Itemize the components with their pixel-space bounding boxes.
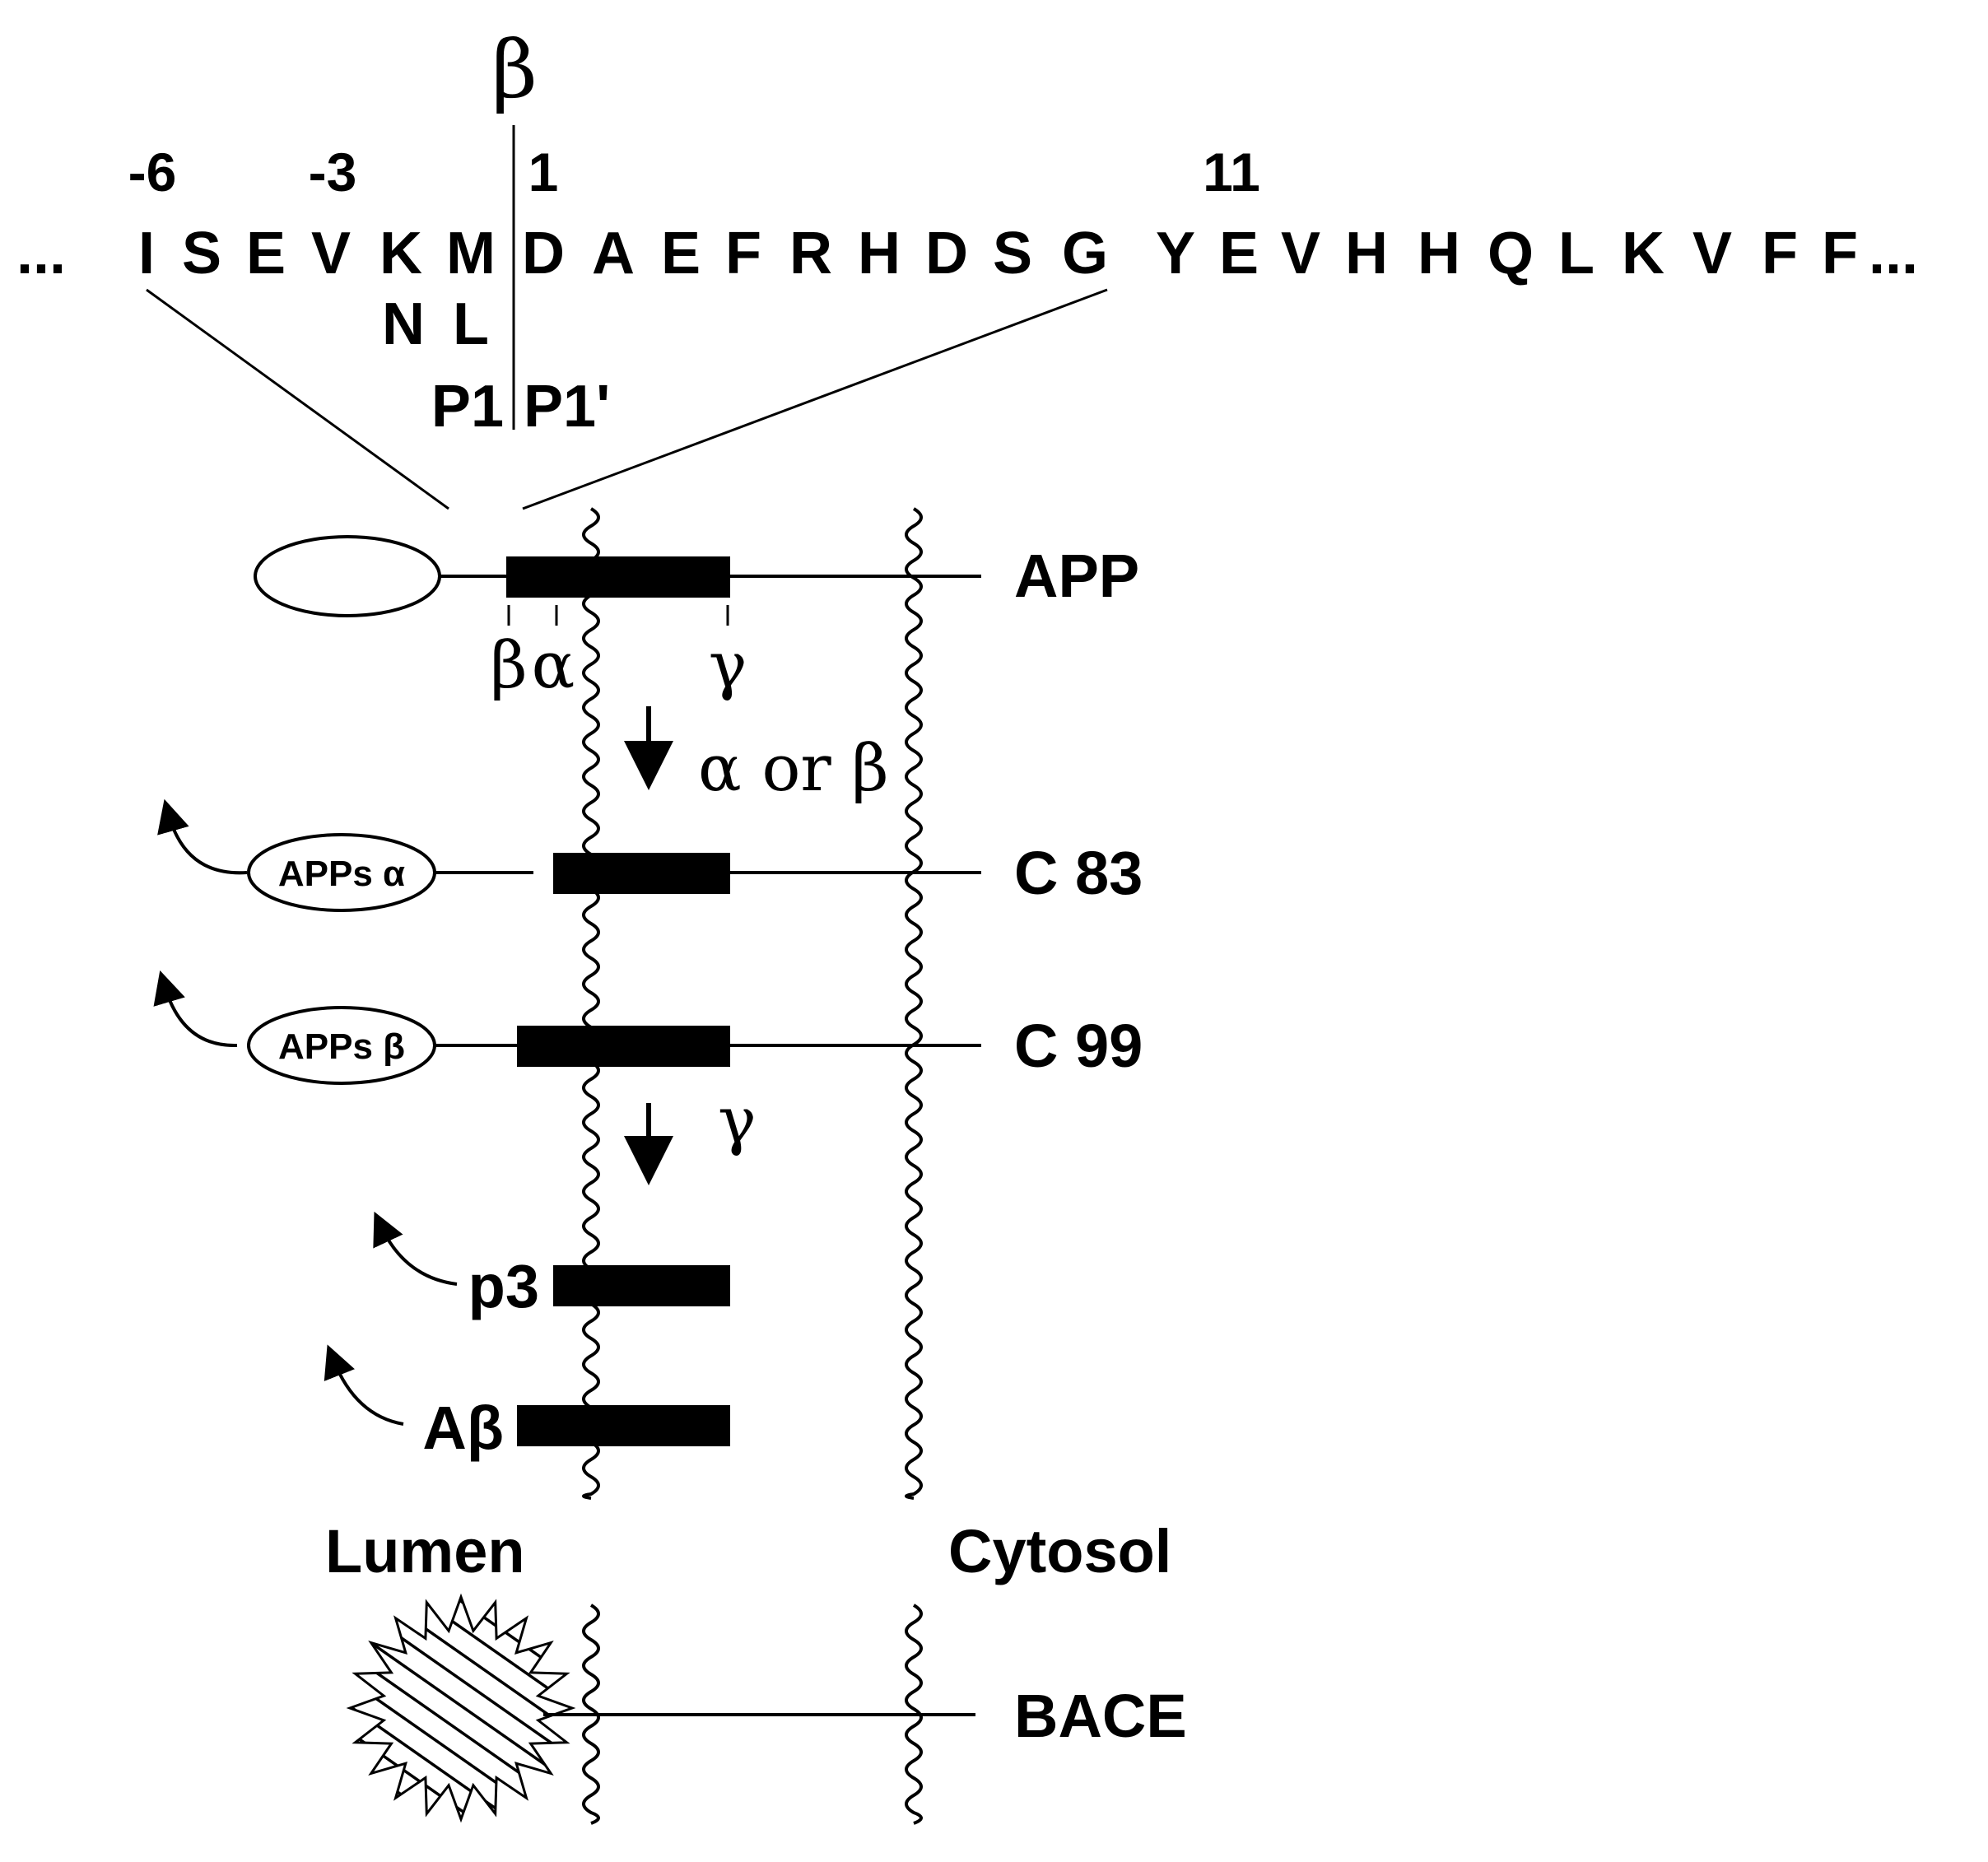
residue: L bbox=[1558, 221, 1595, 286]
position-11: 11 bbox=[1203, 142, 1260, 202]
residue: K bbox=[1622, 221, 1664, 286]
residue: S bbox=[182, 221, 221, 286]
residue: R bbox=[789, 221, 832, 286]
residue: A bbox=[592, 221, 635, 286]
p3-row: p3 bbox=[373, 1211, 730, 1320]
residue: E bbox=[246, 221, 286, 286]
beta-cleavage-symbol: β bbox=[491, 24, 538, 116]
mutation-l: L bbox=[453, 291, 489, 357]
residue: I bbox=[138, 221, 155, 286]
residue: K bbox=[379, 221, 422, 286]
residue: F bbox=[1822, 221, 1858, 286]
app-row: β α γ APP bbox=[254, 535, 1139, 703]
lumen-label: Lumen bbox=[325, 1517, 525, 1585]
position-minus-3: -3 bbox=[309, 142, 357, 202]
residue: D bbox=[925, 221, 968, 286]
lumenal-membrane-wave bbox=[582, 1604, 600, 1825]
residue: E bbox=[661, 221, 701, 286]
c83-bar bbox=[553, 853, 730, 894]
leading-dots: ... bbox=[16, 221, 66, 286]
c99-bar bbox=[517, 1026, 730, 1067]
residue: E bbox=[1219, 221, 1259, 286]
c99-label: C 99 bbox=[1014, 1012, 1143, 1080]
c83-label: C 83 bbox=[1014, 839, 1143, 907]
app-ectodomain-oval bbox=[254, 535, 441, 617]
cytosolic-membrane-wave bbox=[905, 507, 923, 1500]
p3-label: p3 bbox=[468, 1252, 539, 1320]
apps-beta-release-arrow bbox=[153, 970, 238, 1048]
p1-label: P1 bbox=[431, 374, 504, 440]
residue: H bbox=[1418, 221, 1460, 286]
gamma-step-label: γ bbox=[718, 1084, 757, 1158]
trailing-dots: ... bbox=[1869, 221, 1918, 286]
mutation-n: N bbox=[382, 291, 425, 357]
alpha-site-label: α bbox=[532, 629, 575, 703]
residue: S bbox=[993, 221, 1032, 286]
app-label: APP bbox=[1014, 542, 1139, 610]
residue: Q bbox=[1488, 221, 1534, 286]
sequence-row: ... ... bbox=[16, 221, 1918, 286]
residue: Y bbox=[1156, 221, 1195, 286]
residue: G bbox=[1062, 221, 1108, 286]
apps-alpha-release-arrow bbox=[157, 798, 248, 875]
cytosol-label: Cytosol bbox=[948, 1517, 1171, 1585]
apps-alpha-label: APPs α bbox=[278, 854, 405, 894]
apps-beta-label: APPs β bbox=[278, 1026, 405, 1067]
lumenal-membrane-wave bbox=[582, 507, 600, 1500]
p1-prime-label: P1' bbox=[524, 374, 610, 440]
residue: M bbox=[446, 221, 496, 286]
position-1: 1 bbox=[528, 142, 559, 202]
zoom-line-left bbox=[146, 288, 449, 510]
residue: V bbox=[311, 221, 351, 286]
cytosolic-membrane-wave bbox=[905, 1604, 923, 1825]
residue: V bbox=[1281, 221, 1320, 286]
c83-row: APPs α C 83 bbox=[157, 798, 1143, 912]
gamma-site-label: γ bbox=[709, 629, 747, 703]
bace-row: BACE bbox=[346, 1593, 1187, 1823]
bace-label: BACE bbox=[1014, 1682, 1187, 1750]
abeta-release-arrow bbox=[324, 1344, 404, 1426]
position-minus-6: -6 bbox=[128, 142, 177, 202]
membranes bbox=[582, 507, 923, 1825]
p3-release-arrow bbox=[373, 1211, 458, 1286]
residue: D bbox=[522, 221, 565, 286]
zoom-line-right bbox=[522, 288, 1108, 510]
beta-site-label: β bbox=[490, 629, 527, 703]
app-abeta-region-bar bbox=[506, 556, 730, 598]
alpha-or-beta-label: α or β bbox=[698, 732, 889, 806]
bace-catalytic-domain-star bbox=[346, 1593, 576, 1823]
c99-row: APPs β C 99 bbox=[153, 970, 1143, 1085]
abeta-label: Aβ bbox=[422, 1394, 504, 1462]
residue: H bbox=[858, 221, 901, 286]
residue: V bbox=[1692, 221, 1732, 286]
abeta-row: Aβ bbox=[324, 1344, 730, 1462]
p3-bar bbox=[553, 1265, 730, 1306]
abeta-bar bbox=[517, 1405, 730, 1446]
residue: H bbox=[1345, 221, 1388, 286]
residue: F bbox=[1762, 221, 1798, 286]
residue: F bbox=[725, 221, 761, 286]
